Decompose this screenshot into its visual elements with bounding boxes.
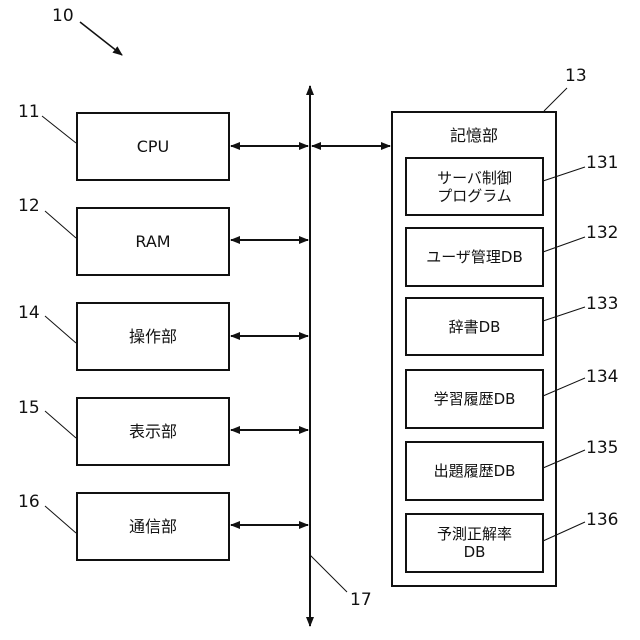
storage-unit-title: 記憶部 [391, 122, 557, 146]
server-control-program-block: サーバ制御 プログラム [405, 157, 544, 216]
predicted-accuracy-db-block: 予測正解率 DB [405, 513, 544, 573]
ref-131: 131 [586, 155, 618, 172]
leader-15 [45, 411, 76, 438]
ref-11: 11 [18, 104, 40, 121]
ref-132: 132 [586, 225, 618, 242]
leader-13 [544, 88, 567, 111]
display-unit-block: 表示部 [76, 397, 230, 466]
ref-13: 13 [565, 68, 587, 85]
leader-11 [42, 116, 76, 143]
question-history-db-block: 出題履歴DB [405, 441, 544, 501]
ref-135: 135 [586, 440, 618, 457]
ref-133: 133 [586, 296, 618, 313]
ref-17: 17 [350, 592, 372, 609]
cpu-block: CPU [76, 112, 230, 181]
ref-134: 134 [586, 369, 618, 386]
leader-16 [45, 506, 76, 533]
ref-136: 136 [586, 512, 618, 529]
ref-10: 10 [52, 8, 74, 25]
leader-14 [45, 316, 76, 343]
ref-15: 15 [18, 400, 40, 417]
ref-14: 14 [18, 305, 40, 322]
ref-12: 12 [18, 198, 40, 215]
figure-ref-arrow [80, 22, 122, 55]
dictionary-db-block: 辞書DB [405, 297, 544, 356]
ref-16: 16 [18, 494, 40, 511]
communication-unit-block: 通信部 [76, 492, 230, 561]
learning-history-db-block: 学習履歴DB [405, 369, 544, 429]
leader-12 [45, 211, 76, 238]
input-unit-block: 操作部 [76, 302, 230, 371]
leader-17 [310, 555, 347, 592]
ram-block: RAM [76, 207, 230, 276]
user-management-db-block: ユーザ管理DB [405, 227, 544, 287]
